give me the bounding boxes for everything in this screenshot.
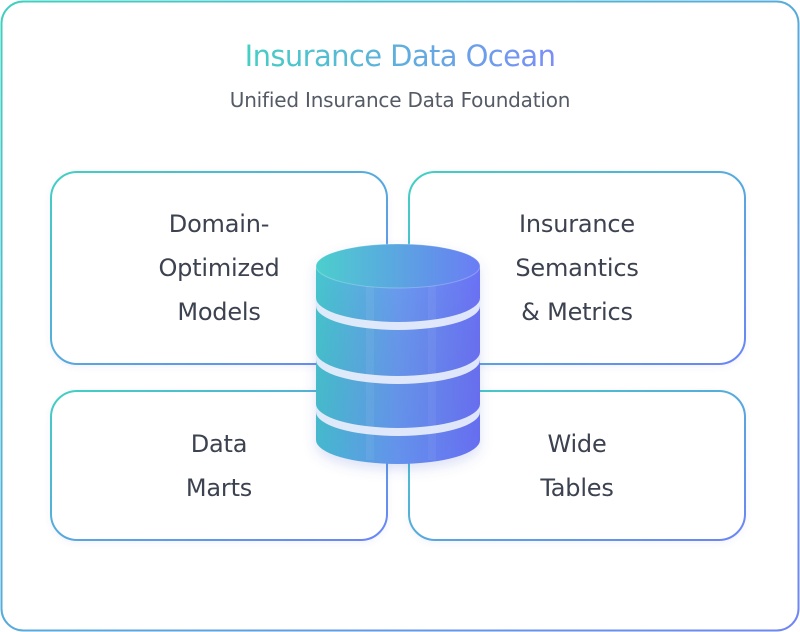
- card-data-marts: [50, 390, 388, 541]
- card-label-wide-tables: Wide Tables: [409, 397, 745, 535]
- diagram-title: Insurance Data Ocean: [245, 36, 556, 76]
- card-label-line: Models: [177, 298, 261, 326]
- card-label-line: Insurance: [519, 210, 635, 238]
- diagram-title-wrap: Insurance Data Ocean: [0, 36, 800, 76]
- database-cylinder-icon: [315, 243, 481, 464]
- card-label-data-marts: Data Marts: [51, 397, 387, 535]
- card-label-line: Domain-: [168, 210, 270, 238]
- card-label-insurance-semantics-metrics: Insurance Semantics & Metrics: [409, 180, 745, 356]
- card-label-line: Semantics: [515, 254, 639, 282]
- card-label-domain-optimized-models: Domain- Optimized Models: [51, 180, 387, 356]
- card-label-line: Wide: [547, 430, 607, 458]
- card-wide-tables: [408, 390, 746, 541]
- card-label-line: Tables: [540, 474, 614, 502]
- card-label-line: Marts: [185, 474, 253, 502]
- card-label-line: Data: [190, 430, 248, 458]
- card-label-line: & Metrics: [521, 298, 633, 326]
- card-label-line: Optimized: [158, 254, 280, 282]
- diagram-subtitle: Unified Insurance Data Foundation: [229, 88, 571, 112]
